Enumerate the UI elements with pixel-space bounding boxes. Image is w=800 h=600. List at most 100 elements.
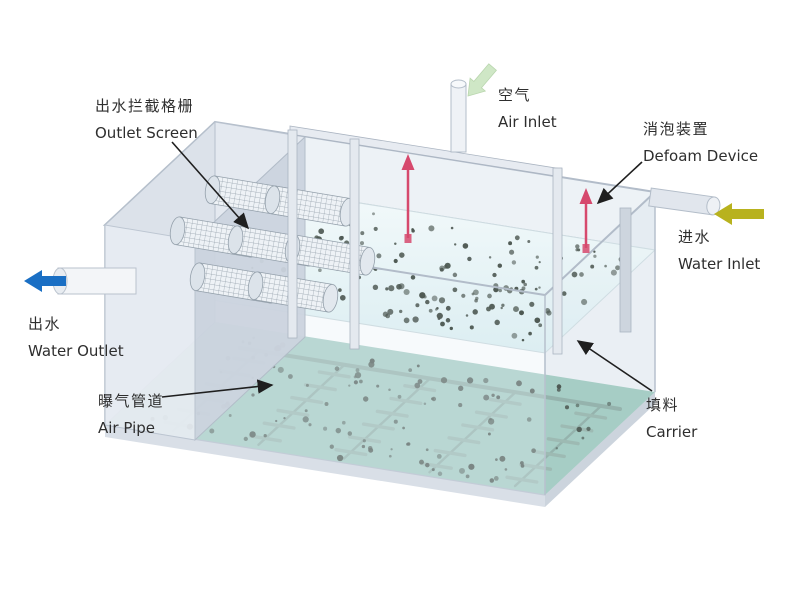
carrier-dot — [561, 291, 567, 296]
screen-end-cap — [189, 262, 206, 291]
air-diffuser-tick — [248, 434, 282, 443]
carrier-dot — [486, 306, 491, 312]
carrier-dot — [440, 321, 445, 327]
carrier-dot — [399, 252, 405, 258]
label-carrier: 填料 Carrier — [646, 392, 697, 446]
frame-post — [349, 138, 360, 350]
water-inlet-arrow — [714, 203, 764, 225]
carrier-dot — [376, 384, 380, 388]
carrier-dot — [353, 375, 357, 379]
carrier-dot — [467, 256, 472, 262]
carrier-dot — [324, 402, 329, 406]
carrier-dot — [513, 306, 519, 313]
carrier-dot — [521, 338, 525, 342]
label-carrier-en: Carrier — [646, 423, 698, 441]
carrier-dot — [419, 292, 426, 299]
carrier-dot — [535, 255, 539, 259]
carrier-dot — [468, 463, 475, 470]
defoam-pointer-arrow — [596, 161, 643, 205]
carrier-dot — [577, 248, 581, 252]
carrier-dot — [348, 384, 351, 387]
carrier-dot — [362, 439, 366, 443]
label-water-inlet-en: Water Inlet — [678, 255, 761, 273]
carrier-dot — [406, 442, 410, 446]
label-water-inlet-zh: 进水 — [678, 228, 712, 246]
air-diffuser-tick — [334, 448, 368, 457]
carrier-dot — [263, 434, 267, 438]
carrier-dot — [414, 382, 421, 389]
water-outlet-arrow — [24, 270, 66, 292]
defoam-devices — [401, 154, 593, 253]
carrier-dot — [458, 385, 464, 391]
defoam-nozzle — [404, 234, 412, 243]
carrier-dot — [318, 228, 325, 235]
carrier-dot — [493, 476, 499, 481]
label-air-inlet-zh: 空气 — [498, 86, 532, 104]
carrier-dot — [516, 380, 522, 387]
carrier-dot — [283, 416, 286, 420]
defoam-arrowhead — [579, 188, 593, 204]
carrier-dot — [575, 403, 580, 408]
carrier-dot — [372, 284, 379, 290]
air-diffuser-tick — [389, 396, 423, 405]
carrier-dot — [287, 374, 293, 379]
label-water-outlet: 出水 Water Outlet — [28, 311, 124, 365]
carrier-dot — [388, 388, 391, 392]
carrier-dot — [318, 268, 322, 273]
label-carrier-zh: 填料 — [646, 396, 680, 414]
carrier-dot — [511, 260, 517, 265]
carrier-dot — [449, 326, 453, 331]
carrier-dot — [556, 384, 562, 389]
air-branch-pipe — [428, 391, 517, 474]
carrier-dot — [538, 323, 543, 328]
carrier-dot — [431, 396, 437, 402]
carrier-dot — [249, 431, 256, 438]
carrier-pointer-arrow — [576, 340, 653, 392]
carrier-dot — [581, 436, 585, 440]
carrier-dot — [243, 436, 248, 442]
screen-end-cap — [247, 271, 264, 300]
air-diffuser-tick — [474, 410, 508, 419]
carrier-dot — [472, 309, 478, 315]
carrier-dot — [437, 471, 443, 477]
carrier-dot — [367, 445, 373, 451]
label-air-pipe-en: Air Pipe — [98, 419, 155, 437]
carrier-dot — [520, 461, 524, 465]
carrier-dot — [436, 312, 443, 320]
carrier-dot — [428, 225, 435, 232]
carrier-dot — [369, 358, 375, 364]
carrier-dot — [576, 426, 582, 433]
air-diffuser-tick — [290, 395, 324, 405]
air-riser-body — [450, 83, 467, 153]
carrier-dot — [393, 419, 398, 424]
carrier-dot — [519, 310, 524, 316]
carrier-dot — [336, 454, 344, 462]
carrier-dot — [475, 296, 479, 301]
air-diffuser-tick — [433, 448, 467, 458]
frame-post — [552, 167, 563, 355]
carrier-dot — [416, 364, 420, 368]
carrier-dot — [435, 308, 438, 311]
carrier-dot — [423, 402, 427, 406]
carrier-dot — [556, 388, 561, 392]
label-outlet-screen: 出水拦截格栅 Outlet Screen — [95, 93, 198, 147]
tank-base-right — [545, 392, 655, 507]
air-diffuser-tick — [303, 383, 337, 392]
carrier-dot — [428, 308, 433, 313]
carrier-dot — [514, 235, 520, 241]
carrier-dot — [410, 275, 416, 280]
carrier-dot — [438, 297, 446, 304]
carrier-dot — [489, 478, 495, 483]
carrier-dot — [411, 229, 415, 233]
air-inlet-pipe — [450, 79, 467, 153]
carrier-dot — [425, 462, 430, 468]
carrier-dot — [521, 279, 526, 284]
carrier-dot — [467, 377, 474, 384]
carrier-dot — [417, 379, 423, 384]
label-air-pipe: 曝气管道 Air Pipe — [98, 388, 164, 442]
carrier-dot — [431, 295, 438, 302]
carrier-dot — [615, 265, 621, 271]
outlet-pipe-body — [57, 267, 137, 295]
air-diffuser-tick — [461, 423, 495, 432]
carrier-dot — [340, 235, 344, 240]
